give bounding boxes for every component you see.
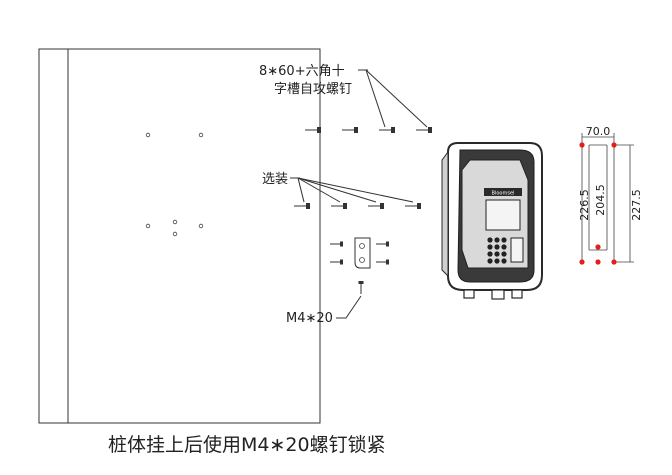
lower-screws — [294, 203, 421, 209]
brand-logo: Bloomsel — [492, 191, 515, 197]
dim-h2-label: 204.5 — [594, 184, 607, 216]
mount-hole — [172, 231, 178, 237]
m4-leader — [336, 295, 362, 319]
card-reader — [510, 237, 524, 263]
screw-spec-label-line2: 字槽自攻螺钉 — [274, 82, 352, 97]
mount-hole — [198, 223, 204, 229]
wall-panel — [38, 48, 321, 424]
mount-hole — [145, 132, 151, 138]
m4-screw-label: M4∗20 — [286, 311, 333, 326]
upper-screws — [305, 127, 432, 133]
optional-label: 选装 — [262, 172, 288, 187]
screw-spec-label-line1: 8∗60+六角十 — [259, 64, 345, 79]
bracket-assembly — [330, 237, 389, 294]
mount-hole — [198, 132, 204, 138]
dimension-drawing: 70.0 226.5 204.5 227.5 — [578, 125, 643, 265]
dim-width-label: 70.0 — [586, 125, 611, 138]
keypad — [487, 237, 507, 264]
red-markers — [579, 142, 617, 265]
charger-device: Bloomsel — [441, 142, 543, 300]
optional-leaders — [290, 177, 414, 203]
dim-h1-label: 226.5 — [578, 189, 591, 221]
mount-hole — [172, 219, 178, 225]
caption: 桩体挂上后使用M4∗20螺钉锁紧 — [108, 434, 386, 456]
screen — [485, 199, 521, 231]
screw-spec-leaders — [358, 69, 428, 128]
dim-h3-label: 227.5 — [630, 189, 643, 221]
mount-hole — [145, 223, 151, 229]
